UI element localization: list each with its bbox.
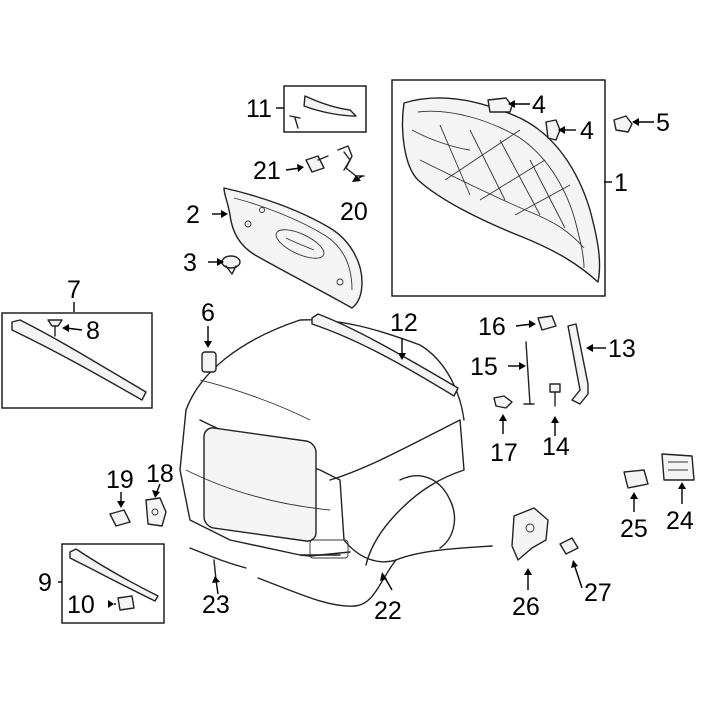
weatherstrip-12-part [311,313,459,397]
latch-24-part [661,453,695,481]
callout-7: 7 [67,276,81,304]
bracket-11-part [289,95,357,129]
callout-18: 18 [146,460,174,488]
callout-6: 6 [201,299,215,327]
callout-25: 25 [620,515,648,543]
molding-9-box [61,543,165,624]
callout-19: 19 [106,466,134,494]
callout-4b: 4 [580,117,594,145]
callout-5: 5 [656,109,670,137]
callout-13: 13 [608,335,636,363]
callout-27: 27 [584,579,612,607]
prop-rod-15-part [523,341,535,405]
truck-front-part [179,319,465,566]
bracket-11-box [283,85,367,133]
molding-9-part [69,548,159,602]
callout-15: 15 [470,353,498,381]
molding-7-box [1,312,153,409]
hood-panel-box [391,79,606,297]
hood-panel-part [401,97,601,283]
clip-17-part [493,395,513,409]
callout-26: 26 [512,593,540,621]
bolt-14-part [549,383,561,407]
callout-9: 9 [38,569,52,597]
callout-1: 1 [614,169,628,197]
push-pin-3-part [221,255,241,275]
callout-3: 3 [183,249,197,277]
bolt-19-part [109,509,131,527]
cable-23-part [189,547,247,581]
callout-2: 2 [186,201,200,229]
clip-20-part [337,145,365,177]
callout-12: 12 [390,309,418,337]
callout-11: 11 [246,95,272,123]
bumper-6-part [201,351,217,373]
latch-26-part [511,507,549,561]
callout-14: 14 [542,433,570,461]
molding-7-part [11,319,147,401]
grommet-16-part [537,315,557,331]
bolt-21-part [305,155,329,173]
callout-24: 24 [666,507,694,535]
bumper-5-part [613,115,633,133]
hood-bumper-4b-part [545,119,561,141]
leader-arrows [58,100,686,608]
callout-23: 23 [202,591,230,619]
hood-insulator-part [223,187,363,309]
clip-8-part [47,319,63,337]
sensor-25-part [623,469,649,489]
callout-20: 20 [340,198,368,226]
hinge-13-part [567,323,589,405]
clip-10-part [117,595,135,611]
release-cable-22-part [257,545,493,607]
bracket-18-part [145,497,167,527]
callout-10: 10 [67,591,95,619]
hood-bumper-4a-part [487,97,513,113]
callout-4a: 4 [532,91,546,119]
ford-logo-icon [275,229,325,259]
bolt-27-part [559,537,579,555]
callout-8: 8 [86,317,100,345]
callout-16: 16 [478,313,506,341]
callout-17: 17 [490,439,518,467]
callout-22: 22 [374,597,402,625]
callout-21: 21 [253,157,281,185]
